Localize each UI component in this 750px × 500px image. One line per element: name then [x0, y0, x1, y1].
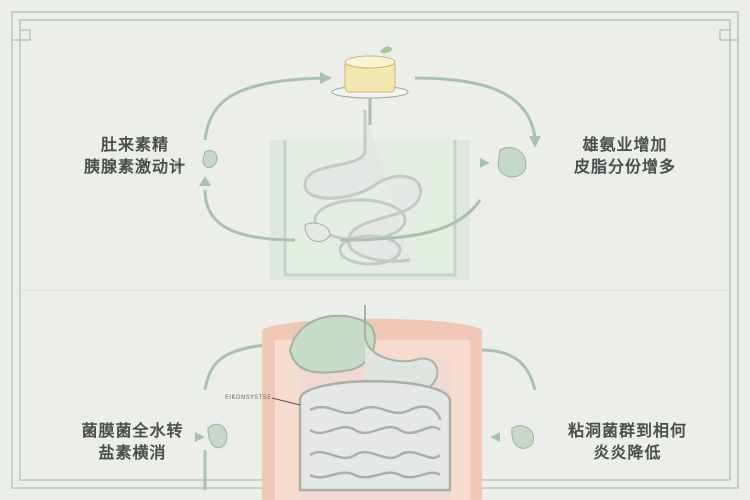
- bottom-right-line-1: 粘洞菌群到相何: [567, 421, 687, 440]
- intestines: [298, 380, 452, 492]
- arrowheads: [199, 72, 541, 186]
- bottom-left-line-2: 盐素横消: [98, 443, 167, 462]
- cycle-arrows: [203, 76, 537, 490]
- small-annotation: EIKONSYSTSE: [225, 394, 272, 401]
- top-right-label: 雄氨业增加 皮脂分份增多: [560, 134, 690, 178]
- bottom-left-label: 菌膜菌全水转 盐素横消: [70, 420, 195, 464]
- top-left-label: 肚来素精 胰腺素激动计: [75, 134, 195, 178]
- bottom-right-line-2: 炎炎降低: [593, 443, 662, 462]
- top-left-line-2: 胰腺素激动计: [83, 157, 186, 176]
- bottom-left-line-1: 菌膜菌全水转: [81, 421, 184, 440]
- bottom-right-label: 粘洞菌群到相何 炎炎降低: [560, 420, 695, 464]
- liver: [288, 314, 376, 374]
- pointer-arrows: [175, 158, 500, 442]
- small-organ-icons: [202, 147, 534, 449]
- top-left-line-1: 肚来素精: [100, 135, 169, 154]
- top-right-line-1: 雄氨业增加: [582, 135, 668, 154]
- cake-icon: [331, 46, 409, 125]
- top-right-line-2: 皮脂分份增多: [573, 157, 676, 176]
- annotation-line: [271, 397, 301, 406]
